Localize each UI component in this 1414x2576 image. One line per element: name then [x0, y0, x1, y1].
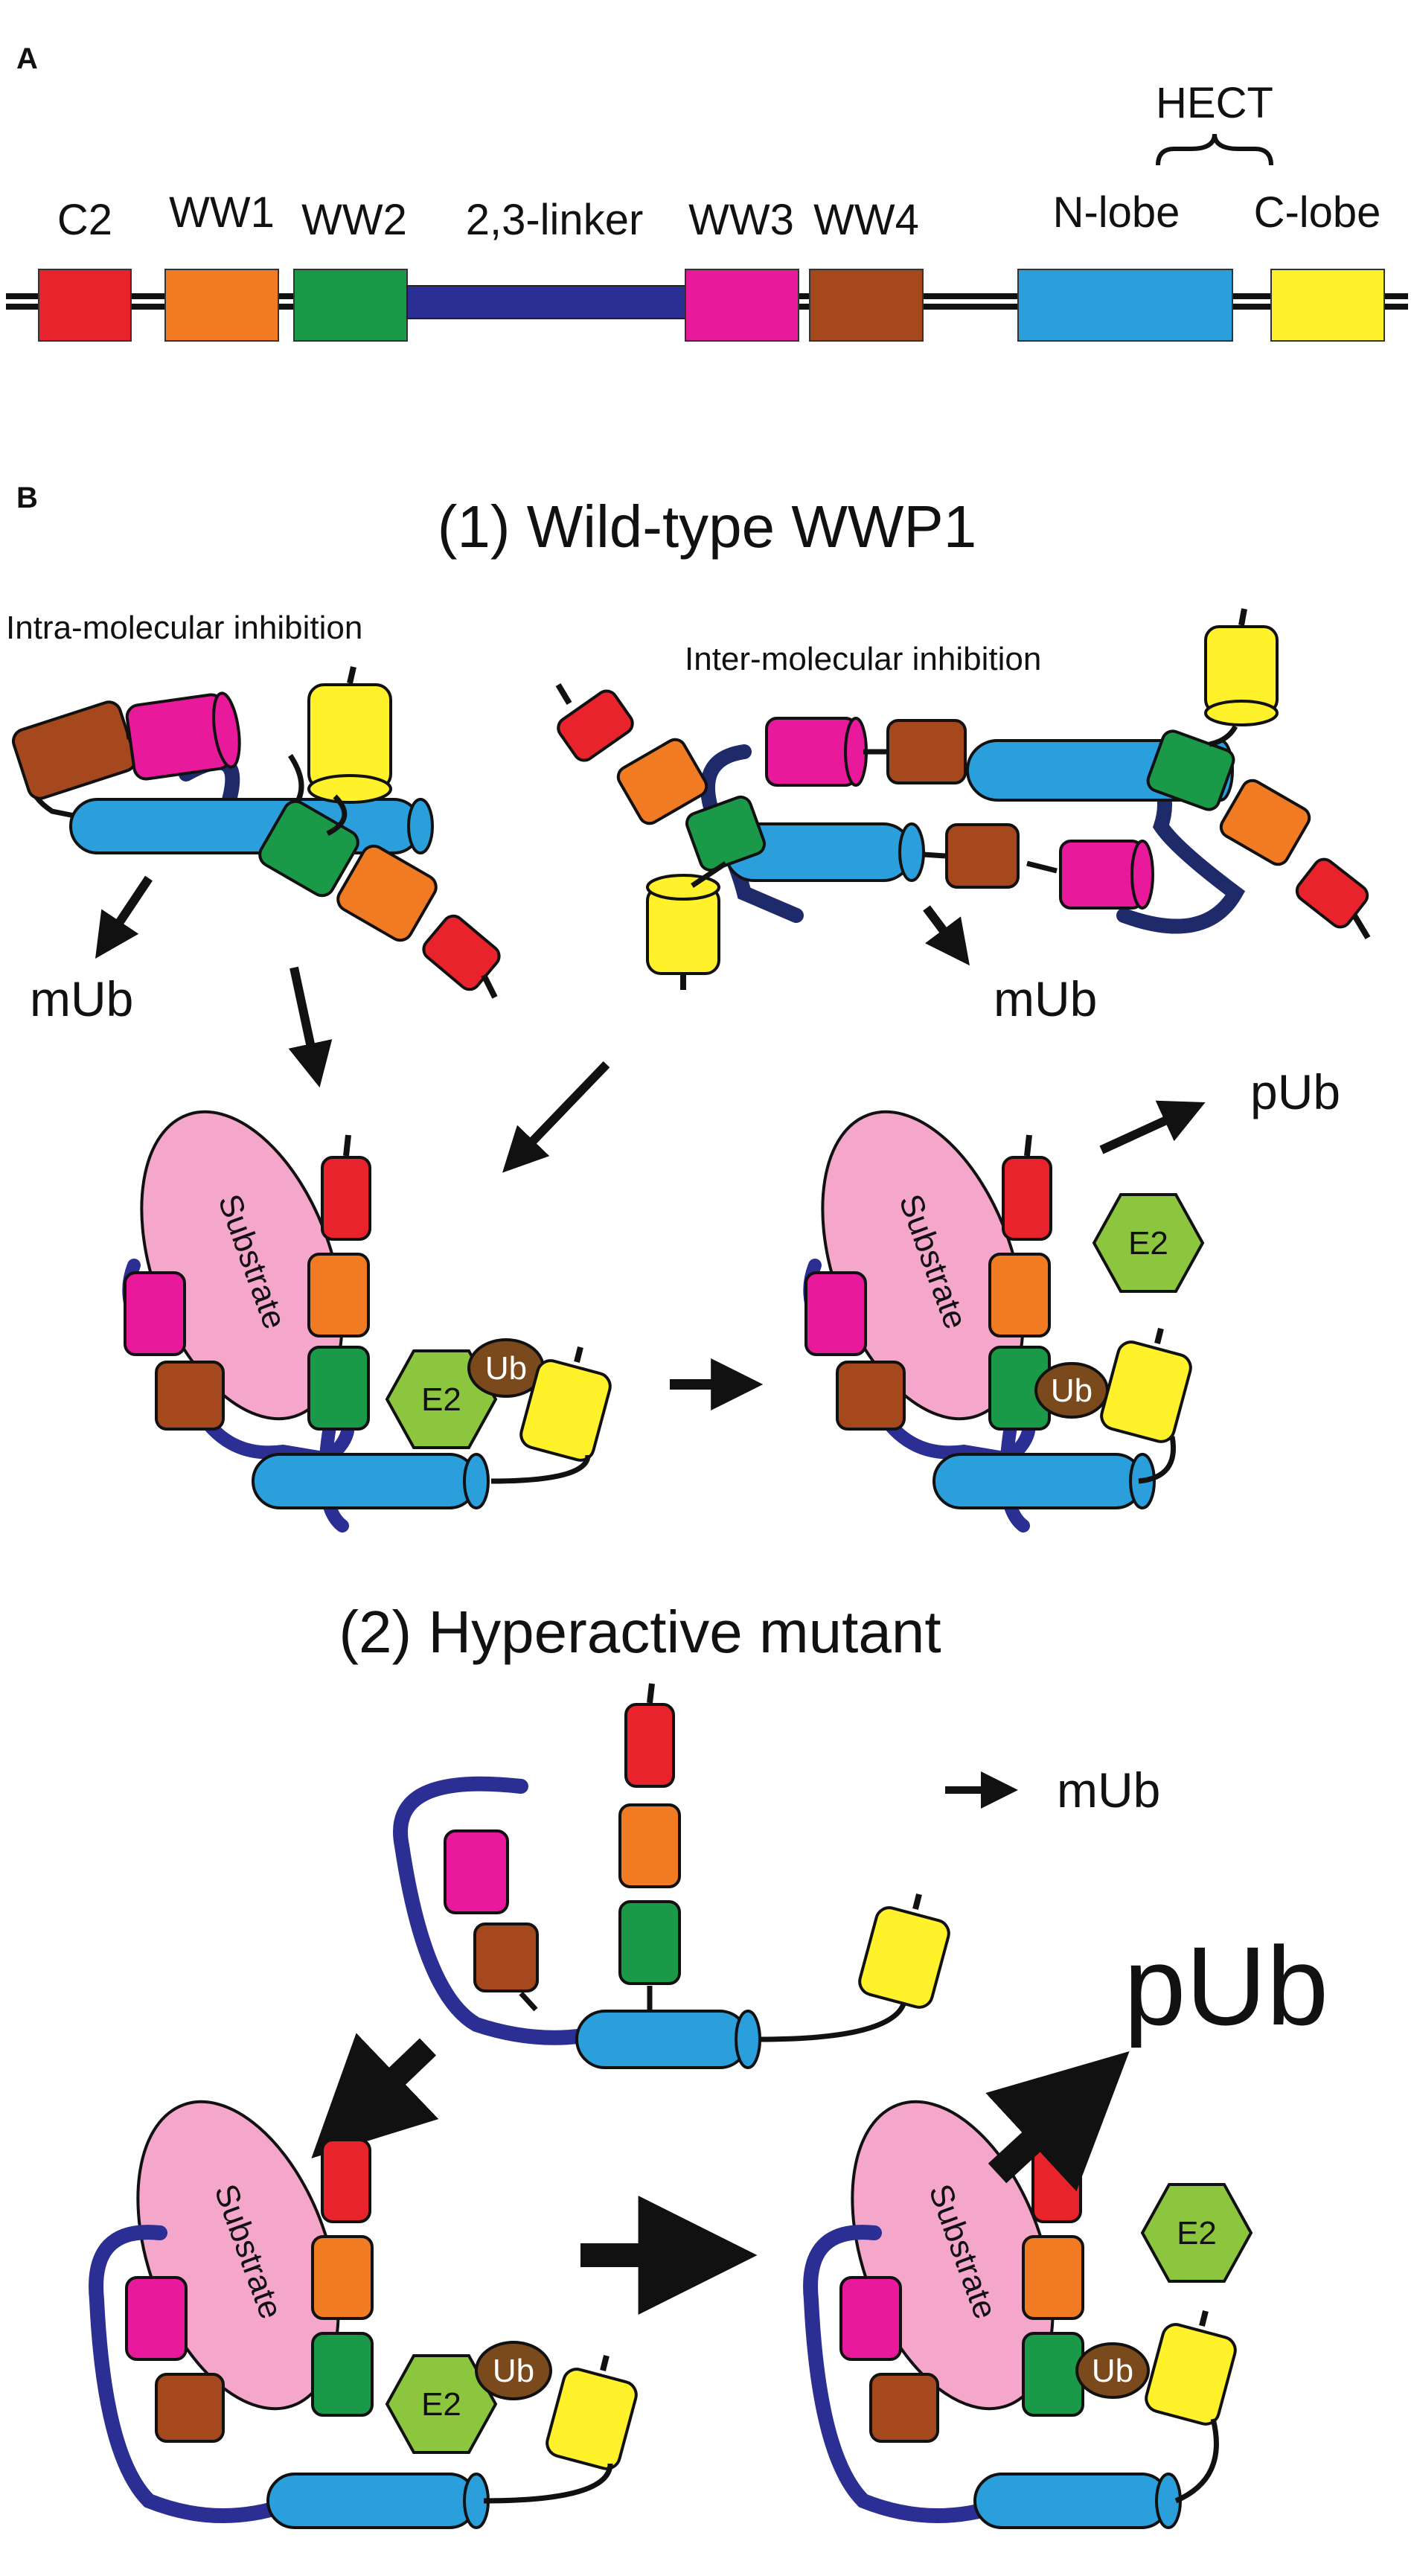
- hyper-left-e2-label: E2: [421, 2386, 461, 2423]
- hyperactive-open-conformation: [393, 1683, 950, 2069]
- ww4-domain-block: [809, 269, 924, 342]
- wt-left-ub-label: Ub: [485, 1350, 527, 1387]
- domain-architecture-bar: [6, 269, 1408, 342]
- hyper-right-ub-label: Ub: [1092, 2353, 1133, 2389]
- intra-inhibition-label: Intra-molecular inhibition: [6, 610, 362, 646]
- nlobe-domain-block: [1017, 269, 1233, 342]
- wt-right-ub-label: Ub: [1051, 1372, 1093, 1409]
- c2-domain-block: [38, 269, 132, 342]
- hyper-pub-label: pUb: [1124, 1923, 1328, 2048]
- wt-pub-label: pUb: [1250, 1064, 1340, 1119]
- e2-hexagon: [1092, 1193, 1205, 1293]
- clobe-domain-block: [1270, 269, 1385, 342]
- ww3-label: WW3: [688, 196, 794, 244]
- inter-mub-label: mUb: [994, 971, 1097, 1026]
- hyper-left-ub-label: Ub: [493, 2353, 534, 2389]
- wildtype-active-complex-ub-transferred: [803, 1110, 1205, 1533]
- ww1-domain-block: [164, 269, 279, 342]
- e2-hexagon: [385, 2354, 498, 2454]
- inter-inhibition-label: Inter-molecular inhibition: [685, 641, 1041, 677]
- hect-label: HECT: [1156, 79, 1273, 127]
- panel-b-letter: B: [16, 482, 38, 514]
- wildtype-title: (1) Wild-type WWP1: [438, 493, 977, 560]
- ub-oval: [475, 2341, 552, 2400]
- wt-left-e2-label: E2: [421, 1381, 461, 1418]
- clobe-label: C-lobe: [1254, 188, 1381, 237]
- hect-brace: [1156, 133, 1273, 166]
- inter-to-active-arrow: [502, 1061, 610, 1173]
- wildtype-active-complex-e2-bound: [122, 1110, 612, 1533]
- hyperactive-active-complex-ub-transferred: [803, 2100, 1253, 2529]
- ub-oval: [1075, 2342, 1150, 2399]
- wt-to-pub-arrow: [1099, 1100, 1206, 1154]
- ww4-label: WW4: [813, 196, 919, 244]
- hyper-to-active-arrow: [311, 2033, 439, 2158]
- panel-a-letter: A: [16, 42, 38, 75]
- ww2-domain-block: [293, 269, 408, 342]
- nlobe-label: N-lobe: [1053, 188, 1180, 237]
- linker-label: 2,3-linker: [466, 196, 644, 244]
- linker-domain-block: [406, 285, 686, 319]
- ww3-domain-block: [685, 269, 799, 342]
- hyperactive-active-complex-e2-bound: [89, 2100, 638, 2529]
- inter-molecular-dimer: [555, 608, 1371, 990]
- intra-mub-label: mUb: [30, 971, 133, 1026]
- wt-right-e2-label: E2: [1128, 1225, 1168, 1262]
- e2-hexagon: [1140, 2183, 1253, 2283]
- hyper-right-e2-label: E2: [1177, 2215, 1217, 2251]
- hyper-to-pub-arrow: [985, 2051, 1130, 2192]
- ww2-label: WW2: [301, 196, 407, 244]
- inter-to-mub-arrow: [923, 905, 970, 966]
- intra-to-mub-arrow: [95, 875, 153, 959]
- hyperactive-title: (2) Hyperactive mutant: [339, 1599, 941, 1665]
- hyper-mub-label: mUb: [1057, 1762, 1160, 1818]
- ww1-label: WW1: [169, 188, 275, 237]
- intra-molecular-complex: [11, 666, 501, 999]
- c2-label: C2: [57, 196, 112, 244]
- intra-to-active-arrow: [288, 966, 333, 1088]
